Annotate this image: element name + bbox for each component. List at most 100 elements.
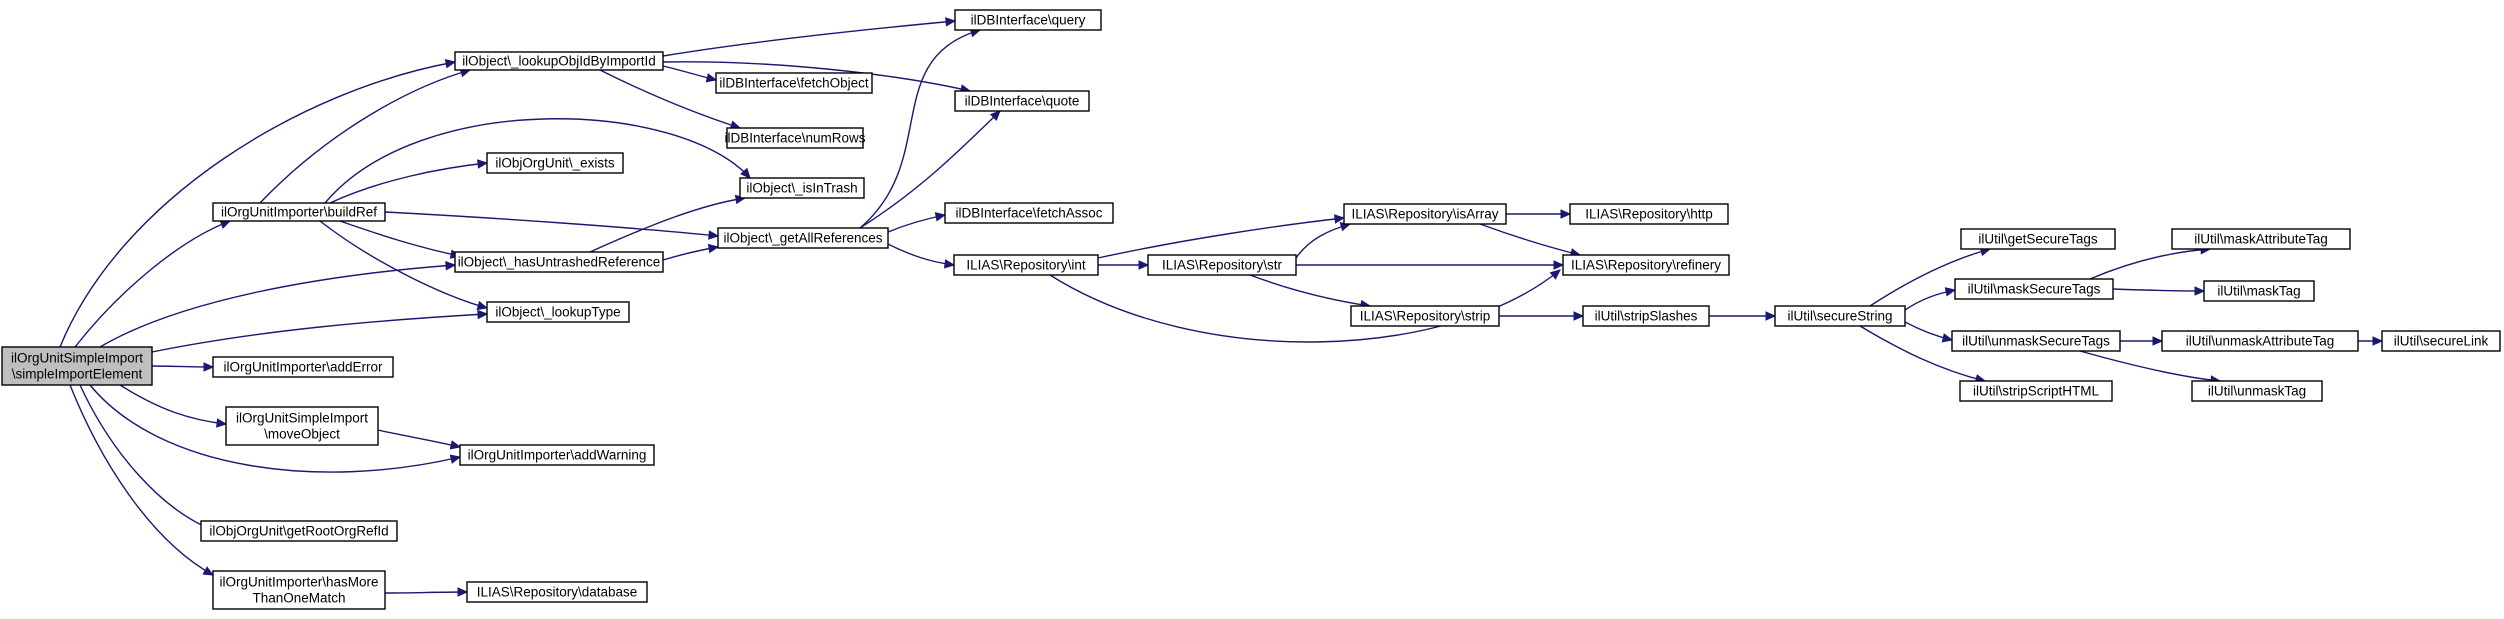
node-unmaskTag[interactable]: ilUtil\unmaskTag — [2191, 380, 2323, 402]
node-label: ilDBInterface\numRows — [724, 131, 865, 146]
node-dbFetchObject[interactable]: ilDBInterface\fetchObject — [715, 72, 873, 94]
node-dbQuote[interactable]: ilDBInterface\quote — [954, 90, 1090, 112]
arrowhead-icon — [444, 58, 457, 69]
node-unmaskSecureTags[interactable]: ilUtil\unmaskSecureTags — [1951, 330, 2121, 352]
node-buildRef[interactable]: ilOrgUnitImporter\buildRef — [212, 202, 386, 222]
node-stripSlashes[interactable]: ilUtil\stripSlashes — [1582, 305, 1710, 327]
node-box — [1960, 228, 2116, 250]
node-label: ilOrgUnitSimpleImport — [11, 351, 143, 366]
edge-line — [859, 29, 981, 229]
node-isInTrash[interactable]: ilObject\_isInTrash — [739, 177, 865, 199]
node-label: ILIAS\Repository\database — [477, 585, 638, 600]
edge-line — [259, 69, 471, 204]
arrowhead-icon — [1765, 311, 1777, 321]
node-box — [1569, 203, 1729, 225]
arrowhead-icon — [449, 440, 462, 450]
node-dbFetchAssoc[interactable]: ilDBInterface\fetchAssoc — [944, 202, 1114, 224]
arrowhead-icon — [1549, 269, 1561, 280]
edge-line — [1249, 274, 1371, 307]
node-box — [715, 72, 873, 94]
node-dbNumRows[interactable]: ilDBInterface\numRows — [724, 127, 866, 149]
node-unmaskAttributeTag[interactable]: ilUtil\unmaskAttributeTag — [2161, 330, 2359, 352]
node-moveObject[interactable]: ilOrgUnitSimpleImport\moveObject — [225, 406, 379, 446]
node-dbQuery[interactable]: ilDBInterface\query — [954, 9, 1102, 31]
node-box — [1954, 278, 2114, 300]
node-label: ilDBInterface\fetchAssoc — [955, 206, 1102, 221]
node-box — [212, 570, 386, 610]
node-lookupType[interactable]: ilObject\_lookupType — [486, 301, 630, 323]
node-repoInt[interactable]: ILIAS\Repository\int — [953, 254, 1099, 276]
edge-line — [2079, 350, 2221, 382]
node-secureString[interactable]: ilUtil\secureString — [1774, 305, 1906, 327]
node-box — [2381, 330, 2501, 352]
node-box — [1343, 203, 1507, 225]
edge-hasMore-to-database — [384, 587, 469, 597]
edge-repoStr-to-repoRefinery — [1295, 260, 1565, 270]
node-repoStr[interactable]: ILIAS\Repository\str — [1147, 254, 1297, 276]
node-maskTag[interactable]: ilUtil\maskTag — [2203, 280, 2315, 302]
node-box — [954, 90, 1090, 112]
node-box — [739, 177, 865, 199]
edge-line — [1049, 269, 1561, 343]
edge-line — [99, 264, 456, 348]
edge-getAllRefs-to-dbQuery — [859, 28, 982, 229]
edge-line — [319, 220, 488, 309]
node-getAllRefs[interactable]: ilObject\_getAllReferences — [717, 227, 889, 249]
node-label: ilUtil\unmaskAttributeTag — [2186, 334, 2335, 349]
node-label: ilUtil\unmaskSecureTags — [1962, 334, 2110, 349]
node-label: ilOrgUnitSimpleImport — [236, 411, 368, 426]
node-label: ilObject\_lookupType — [495, 305, 620, 320]
edge-moveObject-to-addWarning — [377, 429, 462, 450]
node-label: ILIAS\Repository\str — [1162, 258, 1283, 273]
node-box — [486, 301, 630, 323]
node-label: ThanOneMatch — [252, 591, 345, 606]
node-label: \moveObject — [264, 427, 340, 442]
edge-root-to-getRootOrgRefId — [79, 384, 217, 533]
node-lookupObjId[interactable]: ilObject\_lookupObjIdByImportId — [454, 51, 664, 71]
edge-line — [662, 61, 971, 92]
node-getRootOrgRefId[interactable]: ilObjOrgUnit\getRootOrgRefId — [200, 520, 398, 542]
node-label: ilUtil\stripScriptHTML — [1973, 384, 2100, 399]
edge-repoStr-to-repoIsArray — [1295, 222, 1352, 259]
edge-repoInt-to-repoRefinery — [1049, 269, 1561, 343]
arrowhead-icon — [477, 159, 489, 169]
node-box — [1774, 305, 1906, 327]
node-label: ilObjOrgUnit\_exists — [495, 156, 615, 171]
edge-root-to-hasMore — [69, 384, 215, 576]
node-repoStrip[interactable]: ILIAS\Repository\strip — [1350, 305, 1500, 327]
arrowhead-icon — [945, 17, 957, 27]
node-box — [459, 444, 655, 466]
node-maskSecureTags[interactable]: ilUtil\maskSecureTags — [1954, 278, 2114, 300]
node-secureLink[interactable]: ilUtil\secureLink — [2381, 330, 2501, 352]
node-root[interactable]: ilOrgUnitSimpleImport\simpleImportElemen… — [1, 346, 153, 386]
edge-line — [2089, 248, 2211, 280]
node-addError[interactable]: ilOrgUnitImporter\addError — [212, 356, 394, 378]
node-hasUntrashed[interactable]: ilObject\_hasUntrashedReference — [454, 251, 664, 273]
node-label: ilObject\_isInTrash — [746, 181, 857, 196]
arrowhead-icon — [203, 362, 215, 372]
node-database[interactable]: ILIAS\Repository\database — [466, 581, 648, 603]
node-getSecureTags[interactable]: ilUtil\getSecureTags — [1960, 228, 2116, 250]
node-stripScriptHTML[interactable]: ilUtil\stripScriptHTML — [1959, 380, 2113, 402]
node-repoRefinery[interactable]: ILIAS\Repository\refinery — [1562, 254, 1730, 276]
arrowhead-icon — [2372, 336, 2384, 346]
node-label: ilUtil\maskAttributeTag — [2194, 232, 2328, 247]
call-graph-edges — [59, 17, 2384, 597]
arrowhead-icon — [2152, 336, 2164, 346]
node-repoIsArray[interactable]: ILIAS\Repository\isArray — [1343, 203, 1507, 225]
arrowhead-icon — [1944, 287, 1957, 297]
edge-buildRef-to-lookupObjId — [259, 68, 472, 204]
node-box — [200, 520, 398, 542]
node-repoHttp[interactable]: ILIAS\Repository\http — [1569, 203, 1729, 225]
arrowhead-icon — [1573, 311, 1585, 321]
edge-line — [384, 591, 468, 594]
arrowhead-icon — [1138, 260, 1150, 270]
node-box — [1147, 254, 1297, 276]
edge-line — [119, 384, 227, 425]
node-maskAttributeTag[interactable]: ilUtil\maskAttributeTag — [2171, 228, 2351, 250]
edge-root-to-lookupObjId — [59, 58, 457, 348]
node-addWarning[interactable]: ilOrgUnitImporter\addWarning — [459, 444, 655, 466]
node-orgExists[interactable]: ilObjOrgUnit\_exists — [486, 152, 624, 174]
edge-hasUntrashed-to-getAllRefs — [662, 243, 720, 261]
